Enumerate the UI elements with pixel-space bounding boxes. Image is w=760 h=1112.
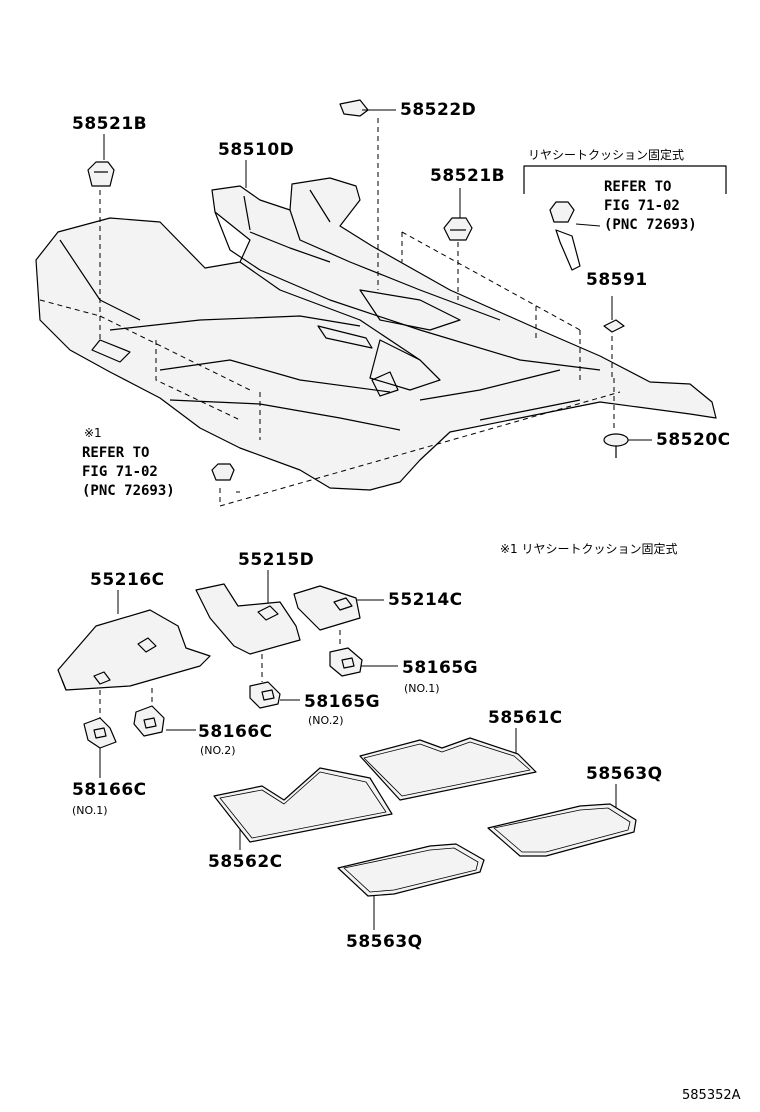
part-label-58165g-no2[interactable]: 58165G	[304, 692, 381, 712]
refer-right-line3: (PNC 72693)	[604, 217, 697, 233]
pad-58165g-1-drawing	[329, 647, 363, 677]
part-label-58563q-right[interactable]: 58563Q	[586, 764, 663, 784]
part-label-58165g-no1[interactable]: 58165G	[402, 658, 479, 678]
part-label-58561c[interactable]: 58561C	[488, 708, 563, 728]
mat-55215d-drawing	[195, 583, 301, 655]
part-label-58521b-left[interactable]: 58521B	[72, 114, 148, 134]
clip-58521b-right-drawing	[443, 217, 473, 241]
part-label-58591[interactable]: 58591	[586, 270, 648, 290]
clip-ref-left-drawing	[211, 463, 235, 481]
refer-right-line2[interactable]: FIG 71-02	[604, 198, 680, 214]
part-label-58563q-bottom[interactable]: 58563Q	[346, 932, 423, 952]
refer-left-line3: (PNC 72693)	[82, 483, 175, 499]
part-label-55216c[interactable]: 55216C	[90, 570, 165, 590]
footnote: ※1 リヤシートクッション固定式	[500, 542, 678, 556]
part-label-58521b-right[interactable]: 58521B	[430, 166, 506, 186]
leader-lines	[99, 109, 652, 930]
floor-mat-58563q-right-drawing	[487, 803, 637, 857]
part-label-58166c-no1[interactable]: 58166C	[72, 780, 147, 800]
floor-mat-58562c-drawing	[213, 767, 393, 843]
part-label-58166c-no2[interactable]: 58166C	[198, 722, 273, 742]
refer-left-line2[interactable]: FIG 71-02	[82, 464, 158, 480]
clip-ref-right-drawing	[549, 201, 581, 271]
floor-carpet-drawing	[35, 177, 717, 491]
refer-right-line1: REFER TO	[604, 179, 672, 195]
part-label-58562c[interactable]: 58562C	[208, 852, 283, 872]
part-label-55215d[interactable]: 55215D	[238, 550, 315, 570]
clip-58520c-drawing	[603, 433, 629, 458]
pad-58166c-2-drawing	[133, 705, 165, 737]
part-label-58520c[interactable]: 58520C	[656, 430, 731, 450]
mat-55216c-drawing	[57, 609, 211, 691]
guide-lines	[39, 118, 621, 507]
subnote-no1-b: (NO.1)	[72, 804, 108, 817]
figure-id: 585352A	[682, 1088, 741, 1103]
subnote-no2-b: (NO.2)	[200, 744, 236, 757]
floor-mat-58563q-bottom-drawing	[337, 843, 485, 897]
part-label-58522d[interactable]: 58522D	[400, 100, 477, 120]
pad-58165g-2-drawing	[249, 681, 281, 709]
refer-left-mark: ※1	[84, 426, 102, 440]
refer-bracket	[523, 165, 727, 194]
floor-mat-58561c-drawing	[359, 737, 537, 801]
pad-58166c-1-drawing	[83, 717, 117, 749]
subnote-no2-a: (NO.2)	[308, 714, 344, 727]
subnote-no1-a: (NO.1)	[404, 682, 440, 695]
refer-right-heading: リヤシートクッション固定式	[528, 148, 685, 162]
part-label-55214c[interactable]: 55214C	[388, 590, 463, 610]
clip-58591-drawing	[603, 319, 625, 333]
clip-58521b-left-drawing	[87, 161, 115, 187]
part-label-58510d[interactable]: 58510D	[218, 140, 295, 160]
clip-58522d-drawing	[339, 99, 369, 117]
refer-left-line1: REFER TO	[82, 445, 150, 461]
mat-55214c-drawing	[293, 585, 361, 631]
